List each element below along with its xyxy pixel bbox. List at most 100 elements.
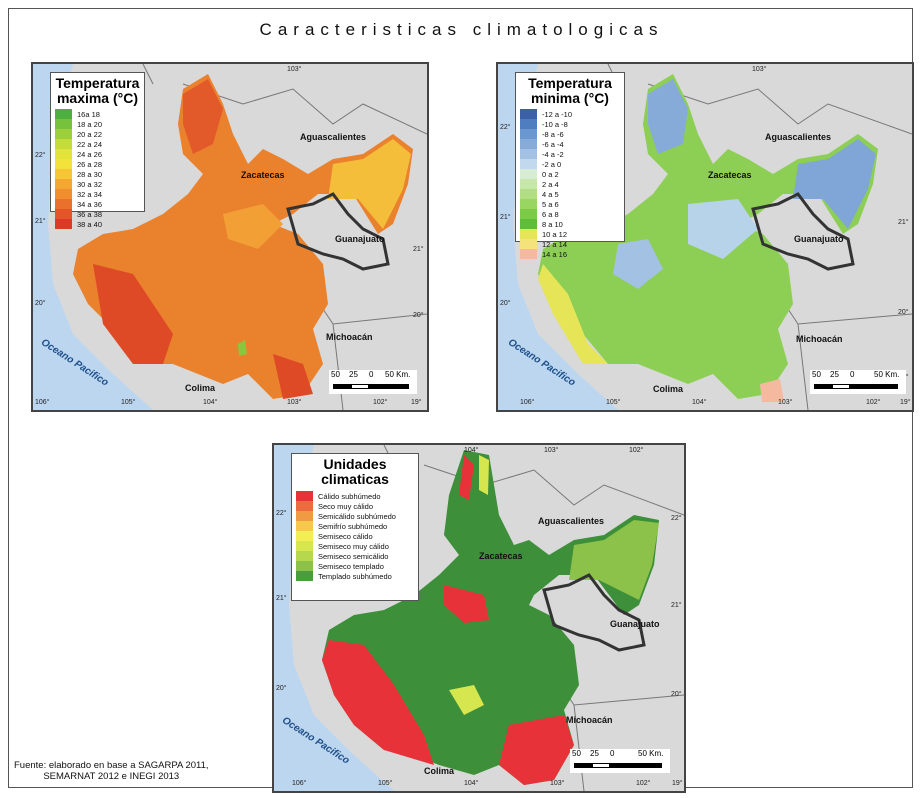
legend-swatch <box>296 531 313 541</box>
legend-item: 6 a 8 <box>520 209 620 219</box>
scale-segment <box>610 763 662 768</box>
legend-swatch <box>55 179 72 189</box>
tick-lon19: 19° <box>672 780 683 787</box>
cool-zone <box>688 199 758 259</box>
label-michoacan: Michoacán <box>796 334 843 344</box>
source-note: Fuente: elaborado en base a SAGARPA 2011… <box>14 760 209 782</box>
label-zacatecas: Zacatecas <box>479 551 523 561</box>
hot-zone <box>273 354 313 399</box>
legend-item: Semicálido subhúmedo <box>296 511 414 521</box>
tick-lon105: 105° <box>606 399 621 406</box>
scale-bar: 50 25 0 50 Km. <box>810 370 906 394</box>
tick-lon103: 103° <box>550 780 565 787</box>
tick-lon102-top: 102° <box>629 447 644 454</box>
legend-item: 16a 18 <box>55 109 140 119</box>
legend-swatch <box>520 139 537 149</box>
legend-label: Semiseco semicálido <box>318 551 389 561</box>
legend-label: Templado subhúmedo <box>318 571 392 581</box>
tick-lat20-right: 20° <box>413 312 424 319</box>
tick-lat21-right: 21° <box>671 602 682 609</box>
legend-item: -12 a -10 <box>520 109 620 119</box>
scale-25: 25 <box>830 370 839 379</box>
legend-label: Semiseco muy cálido <box>318 541 389 551</box>
label-michoacan: Michoacán <box>326 332 373 342</box>
jalisco-shape <box>322 450 659 785</box>
legend-label: Semifrío subhúmedo <box>318 521 388 531</box>
tick-lon102: 102° <box>636 780 651 787</box>
scale-0: 0 <box>850 370 855 379</box>
scale-km: 50 Km. <box>638 749 664 758</box>
legend-item: -4 a -2 <box>520 149 620 159</box>
legend-label: 28 a 30 <box>77 169 103 179</box>
legend-swatch <box>55 119 72 129</box>
tick-lon102: 102° <box>373 399 388 406</box>
tick-lat21-right: 21° <box>898 219 909 226</box>
page-title: Caracteristicas climatologicas <box>259 20 664 39</box>
legend-item: -8 a -6 <box>520 129 620 139</box>
legend-label: -10 a -8 <box>542 119 568 129</box>
legend-label: 14 a 16 <box>542 249 568 259</box>
legend-temperatura-minima: Temperatura minima (°C) -12 a -10-10 a -… <box>515 72 625 259</box>
tick-lat20-right: 20° <box>671 691 682 698</box>
label-guanajuato: Guanajuato <box>335 234 385 244</box>
legend-item: 28 a 30 <box>55 169 140 179</box>
tick-lon104-top: 104° <box>464 447 479 454</box>
label-colima: Colima <box>653 384 684 394</box>
legend-item: 4 a 5 <box>520 189 620 199</box>
tick-lon19: 19° <box>900 399 911 406</box>
label-aguascalientes: Aguascalientes <box>300 132 367 142</box>
legend-label: Seco muy cálido <box>318 501 374 511</box>
state-borders <box>383 445 684 791</box>
legend-swatch <box>296 491 313 501</box>
legend-swatch <box>296 551 313 561</box>
cool-spot <box>238 340 247 356</box>
tick-lat21: 21° <box>35 218 46 225</box>
legend-swatch <box>520 239 537 249</box>
legend-label: 34 a 36 <box>77 199 103 209</box>
legend-label: 32 a 34 <box>77 189 103 199</box>
tick-lon106: 106° <box>292 780 307 787</box>
legend-label: 12 a 14 <box>542 239 568 249</box>
zone-calido <box>322 640 434 765</box>
tick-lon104: 104° <box>203 399 218 406</box>
guanajuato-border <box>286 192 390 271</box>
scale-25: 25 <box>590 749 599 758</box>
legend-swatch <box>520 109 537 119</box>
legend-swatch <box>520 189 537 199</box>
legend-label: 26 a 28 <box>77 159 103 169</box>
zone-calido <box>459 455 474 500</box>
scale-25: 25 <box>349 370 358 379</box>
label-guanajuato: Guanajuato <box>794 234 844 244</box>
legend-item: -6 a -4 <box>520 139 620 149</box>
scale-bar: 50 25 0 50 Km. <box>329 370 417 394</box>
legend-item: 5 a 6 <box>520 199 620 209</box>
legend-label: Semiseco cálido <box>318 531 373 541</box>
legend-label: 2 a 4 <box>542 179 559 189</box>
legend-title: Unidades climaticas <box>321 456 389 487</box>
legend-item: 18 a 20 <box>55 119 140 129</box>
legend-swatch <box>55 139 72 149</box>
legend-label: Cálido subhúmedo <box>318 491 381 501</box>
legend-label: 16a 18 <box>77 109 100 119</box>
source-line-2: SEMARNAT 2012 e INEGI 2013 <box>43 771 180 782</box>
legend-item: 20 a 22 <box>55 129 140 139</box>
tick-lon106: 106° <box>35 399 50 406</box>
legend-title: Temperatura minima (°C) <box>528 75 612 106</box>
legend-swatch <box>520 119 537 129</box>
scale-0: 0 <box>610 749 615 758</box>
legend-label: 10 a 12 <box>542 229 568 239</box>
scale-segment <box>814 384 832 389</box>
tick-lon102: 102° <box>866 399 881 406</box>
legend-label: 20 a 22 <box>77 129 103 139</box>
legend-swatch <box>55 199 72 209</box>
zone-calido <box>499 715 574 785</box>
legend-label: 4 a 5 <box>542 189 559 199</box>
legend-swatch <box>520 229 537 239</box>
legend-label: 18 a 20 <box>77 119 103 129</box>
legend-item: 22 a 24 <box>55 139 140 149</box>
scale-segment <box>333 384 351 389</box>
legend-label: -2 a 0 <box>542 159 562 169</box>
scale-segment <box>369 384 409 389</box>
